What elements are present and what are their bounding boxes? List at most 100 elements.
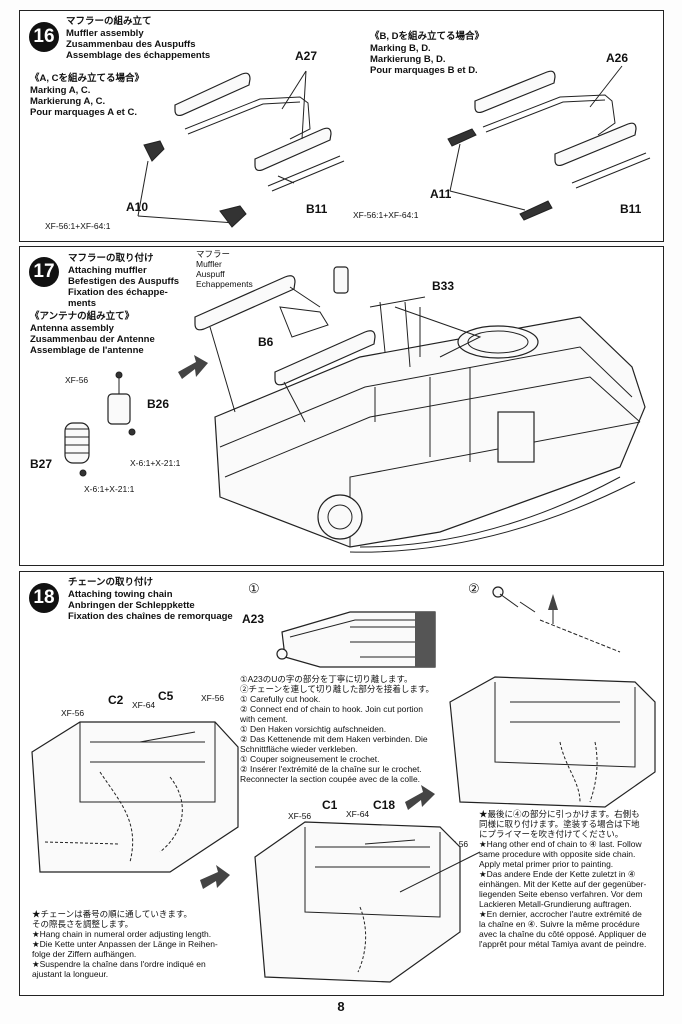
muffler-callout-de: Auspuff (196, 269, 225, 279)
instructions-hang-other-end: ★最後に④の部分に引っかけます。右側も 同様に取り付けます。塗装する場合は下地 … (479, 809, 646, 949)
towing-chain-drawings (31, 586, 656, 983)
part-label-a27: A27 (295, 49, 318, 63)
paint-xf56: XF-56 (65, 375, 89, 385)
antenna-title-jp: 《アンテナの組み立て》 (30, 311, 135, 322)
instr-right-7: einhängen. Mit der Kette auf der gegenüb… (479, 879, 647, 889)
instr-right-11: la chaîne en ④. Suivre la même procédure (479, 919, 640, 929)
part-label-a11: A11 (430, 187, 452, 201)
tank-hull (214, 316, 646, 553)
step-17-title-jp: マフラーの取り付け (68, 253, 154, 264)
instr-right-9: Lackieren Metall-Grundierung auftragen. (479, 899, 632, 909)
step-17-number: 17 (29, 257, 59, 287)
paint-xf64-a: XF-64 (132, 700, 156, 710)
instr-mid-10: Reconnecter la section coupée avec de la… (240, 774, 421, 784)
step-17-panel: 17 マフラーの取り付け Attaching muffler Befestige… (19, 246, 664, 566)
paint-xf56-a: XF-56 (61, 708, 85, 718)
part-label-c18: C18 (373, 798, 396, 812)
instr-left-3: ★Die Kette unter Anpassen der Länge in R… (32, 939, 218, 949)
step-16-title-fr: Assemblage des échappements (66, 50, 211, 61)
step-16-panel: 16 マフラーの組み立て Muffler assembly Zusammenba… (19, 10, 664, 242)
part-label-c1: C1 (322, 798, 338, 812)
step-17-arrow (178, 355, 208, 379)
paint-xf64-b: XF-64 (346, 809, 370, 819)
variant-ac-jp: 《A, Cを組み立てる場合》 (30, 73, 145, 84)
variant-bd-jp: 《B, Dを組み立てる場合》 (370, 31, 485, 42)
variant-ac-pour: Pour marquages A et C. (30, 107, 137, 118)
step-18-title-en: Attaching towing chain (68, 589, 173, 600)
step-17-title-en: Attaching muffler (68, 265, 147, 276)
part-label-b6: B6 (258, 335, 274, 349)
antenna-title-de: Zusammenbau der Antenne (30, 334, 155, 345)
muffler-assembly-ac-drawing (137, 65, 651, 228)
antenna-title-fr: Assemblage de l'antenne (30, 345, 144, 356)
step-17-title-de: Befestigen des Auspuffs (68, 276, 180, 287)
muffler-on-tank (194, 266, 482, 423)
sub-step-1-marker: ① (248, 581, 260, 596)
instr-mid-3: ② Connect end of chain to hook. Join cut… (240, 704, 423, 714)
step-18-panel: 18 チェーンの取り付け Attaching towing chain Anbr… (19, 571, 664, 996)
instr-mid-1: ②チェーンを連して切り離した部分を接着します。 (240, 684, 434, 694)
part-label-a23: A23 (242, 612, 265, 626)
antenna-title-en: Antenna assembly (30, 323, 114, 334)
step-16-title-de: Zusammenbau des Auspuffs (66, 39, 196, 50)
antenna-parts (64, 371, 136, 477)
variant-bd-marking: Marking B, D. (370, 43, 431, 54)
muffler-callout: マフラー Muffler Auspuff Echappements (196, 249, 253, 289)
step-16-title-jp: マフラーの組み立て (66, 16, 152, 27)
part-label-b11-right: B11 (620, 202, 642, 216)
part-label-b27: B27 (30, 457, 53, 471)
tank-muffler-drawing (64, 266, 646, 553)
instr-left-1: その際長さを調整します。 (32, 919, 134, 929)
part-label-a10: A10 (126, 200, 149, 214)
instr-right-8: liegenden Seite ebenso verfahren. Vor de… (479, 889, 643, 899)
instr-mid-9: ② Insérer l'extrémité de la chaîne sur l… (240, 764, 422, 774)
instr-mid-6: ② Das Kettenende mit dem Haken verbinden… (240, 734, 428, 744)
instructions-hang-chain: ★チェーンは番号の順に通していきます。 その際長さを調整します。 ★Hang c… (32, 909, 218, 979)
paint-xf56-c: XF-56 (288, 811, 312, 821)
instr-left-2: ★Hang chain in numeral order adjusting l… (32, 929, 212, 939)
variant-ac-marking: Marking A, C. (30, 85, 91, 96)
part-label-c5: C5 (158, 689, 174, 703)
instr-right-1: 同様に取り付けます。塗装する場合は下地 (479, 819, 640, 829)
instr-right-13: l'apprêt pour métal Tamiya avant de pein… (479, 939, 647, 949)
instr-right-6: ★Das andere Ende der Kette zuletzt in ④ (479, 869, 636, 879)
variant-bd-markierung: Markierung B, D. (370, 54, 446, 65)
instr-mid-8: ① Couper soigneusement le crochet. (240, 754, 380, 764)
instr-left-0: ★チェーンは番号の順に通していきます。 (32, 909, 192, 919)
muffler-upper-left (137, 70, 345, 228)
paint-mix-left: XF-56:1+XF-64:1 (45, 221, 111, 231)
step-18-title-jp: チェーンの取り付け (68, 577, 154, 588)
step-18-title-de: Anbringen der Schleppkette (68, 600, 195, 611)
instr-right-12: avec la chaîne du côté opposé. Appliquer… (479, 929, 647, 939)
stage-arrow-1 (200, 865, 230, 889)
chain-detail (492, 586, 621, 653)
tank-rear-right (449, 676, 656, 808)
instr-right-10: ★En dernier, accrocher l'autre extrémité… (479, 909, 642, 919)
hook-cut-detail (276, 611, 436, 668)
part-label-b26: B26 (147, 397, 170, 411)
step-16-title-en: Muffler assembly (66, 28, 144, 39)
paint-xf56-b: XF-56 (201, 693, 225, 703)
paint-mix-x6-1: X-6:1+X-21:1 (130, 458, 181, 468)
page-number: 8 (337, 999, 345, 1014)
paint-mix-x6-2: X-6:1+X-21:1 (84, 484, 135, 494)
instr-left-5: ★Suspendre la chaîne dans l'ordre indiqu… (32, 959, 206, 969)
paint-mix-right: XF-56:1+XF-64:1 (353, 210, 419, 220)
tank-rear-left (31, 721, 239, 873)
variant-bd-pour: Pour marquages B et D. (370, 65, 478, 76)
instr-mid-0: ①A23のUの字の部分を丁寧に切り離します。 (240, 674, 413, 684)
part-label-a26: A26 (606, 51, 629, 65)
tank-rear-middle (254, 821, 481, 983)
instr-right-5: Apply metal primer prior to painting. (479, 859, 614, 869)
muffler-callout-en: Muffler (196, 259, 222, 269)
step-17-title-fr-1: Fixation des échappe- (68, 287, 168, 298)
step-16-number: 16 (29, 22, 59, 52)
instr-right-2: にプライマーを吹き付けてください。 (479, 829, 624, 839)
variant-ac-markierung: Markierung A, C. (30, 96, 106, 107)
instructions-cut-hook: ①A23のUの字の部分を丁寧に切り離します。 ②チェーンを連して切り離した部分を… (240, 674, 434, 784)
instr-right-3: ★Hang other end of chain to ④ last. Foll… (479, 839, 642, 849)
step-17-title-fr-2: ments (68, 298, 96, 309)
instr-right-4: same procedure with opposite side chain. (479, 849, 636, 859)
instr-mid-7: Schnittfläche wieder verkleben. (240, 744, 358, 754)
sub-step-2-marker: ② (468, 581, 480, 596)
